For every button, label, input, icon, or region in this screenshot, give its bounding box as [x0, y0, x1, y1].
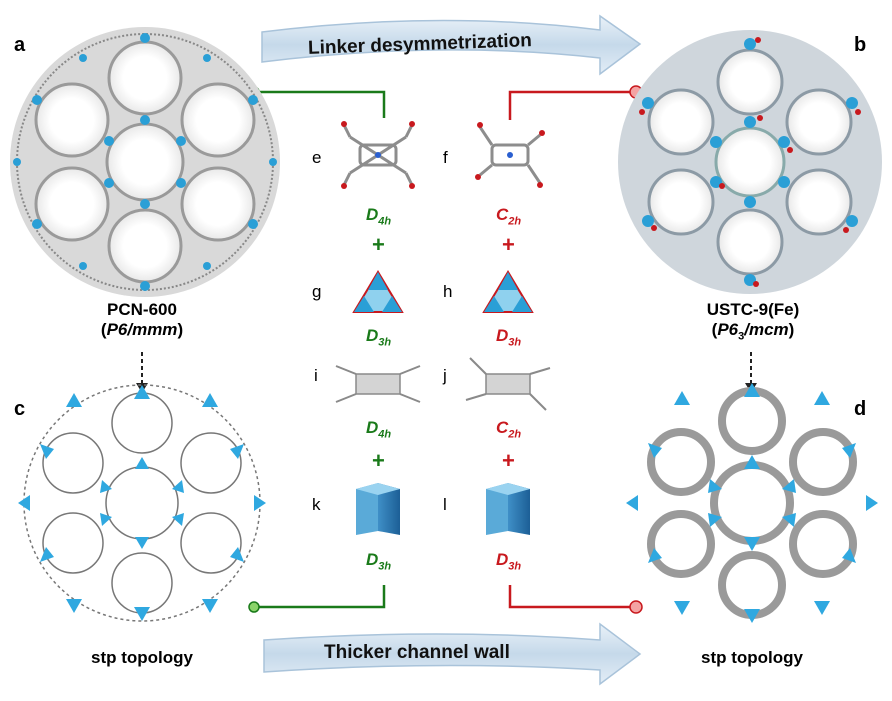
cluster-d3h-left-image — [352, 270, 404, 313]
panel-label-j: j — [443, 366, 447, 385]
panel-label-f: f — [443, 148, 448, 167]
panel-label-g: g — [312, 282, 322, 301]
node-c2h-image — [465, 357, 551, 411]
top-arrow — [261, 14, 642, 76]
symmetry-label-l: D3h — [496, 550, 522, 573]
ustc-9-framework-image — [618, 30, 882, 294]
panel-label-i: i — [314, 366, 318, 385]
plus-sign-left-1: + — [372, 232, 385, 257]
symmetry-label-i: D4h — [366, 418, 392, 441]
stp-topology-right-caption: stp topology — [701, 648, 803, 667]
pcn-600-space-group: (P6/mmm) — [100, 320, 184, 339]
ustc-9-space-group: (P63/mcm) — [711, 320, 795, 343]
bottom-arrow — [263, 622, 642, 686]
connector-top-right — [508, 85, 643, 120]
connector-bottom-left — [248, 585, 386, 613]
panel-label-d: d — [854, 398, 867, 420]
symmetry-label-f: C2h — [496, 205, 522, 228]
stp-topology-left-caption: stp topology — [91, 648, 193, 667]
linker-c2h-image — [475, 122, 545, 188]
node-d4h-image — [335, 365, 421, 403]
bottom-arrow-label: Thicker channel wall — [324, 642, 510, 663]
panel-label-a: a — [14, 34, 26, 56]
connector-bottom-right — [508, 585, 643, 614]
stp-topology-left-image — [18, 384, 266, 622]
ustc-9-name: USTC-9(Fe) — [706, 300, 800, 319]
prism-d3h-right-image — [486, 483, 530, 535]
pcn-600-caption: PCN-600 (P6/mmm) — [62, 300, 222, 340]
symmetry-label-g: D3h — [366, 326, 392, 349]
panel-label-l: l — [443, 495, 447, 514]
pcn-600-framework-image — [10, 27, 280, 297]
panel-label-k: k — [312, 495, 321, 514]
panel-label-b: b — [854, 34, 867, 56]
panel-label-c: c — [14, 398, 26, 420]
symmetry-label-j: C2h — [496, 418, 522, 441]
linker-d4h-image — [341, 121, 415, 189]
stp-topology-right-image — [626, 383, 878, 623]
prism-d3h-left-image — [356, 483, 400, 535]
pcn-600-name: PCN-600 — [107, 300, 177, 319]
cluster-d3h-right-image — [482, 270, 534, 313]
panel-label-e: e — [312, 148, 322, 167]
symmetry-label-k: D3h — [366, 550, 392, 573]
plus-sign-right-2: + — [502, 448, 515, 473]
plus-sign-right-1: + — [502, 232, 515, 257]
panel-label-h: h — [443, 282, 453, 301]
plus-sign-left-2: + — [372, 448, 385, 473]
symmetry-label-e: D4h — [366, 205, 392, 228]
symmetry-label-h: D3h — [496, 326, 522, 349]
ustc-9-caption: USTC-9(Fe) (P63/mcm) — [668, 300, 838, 342]
